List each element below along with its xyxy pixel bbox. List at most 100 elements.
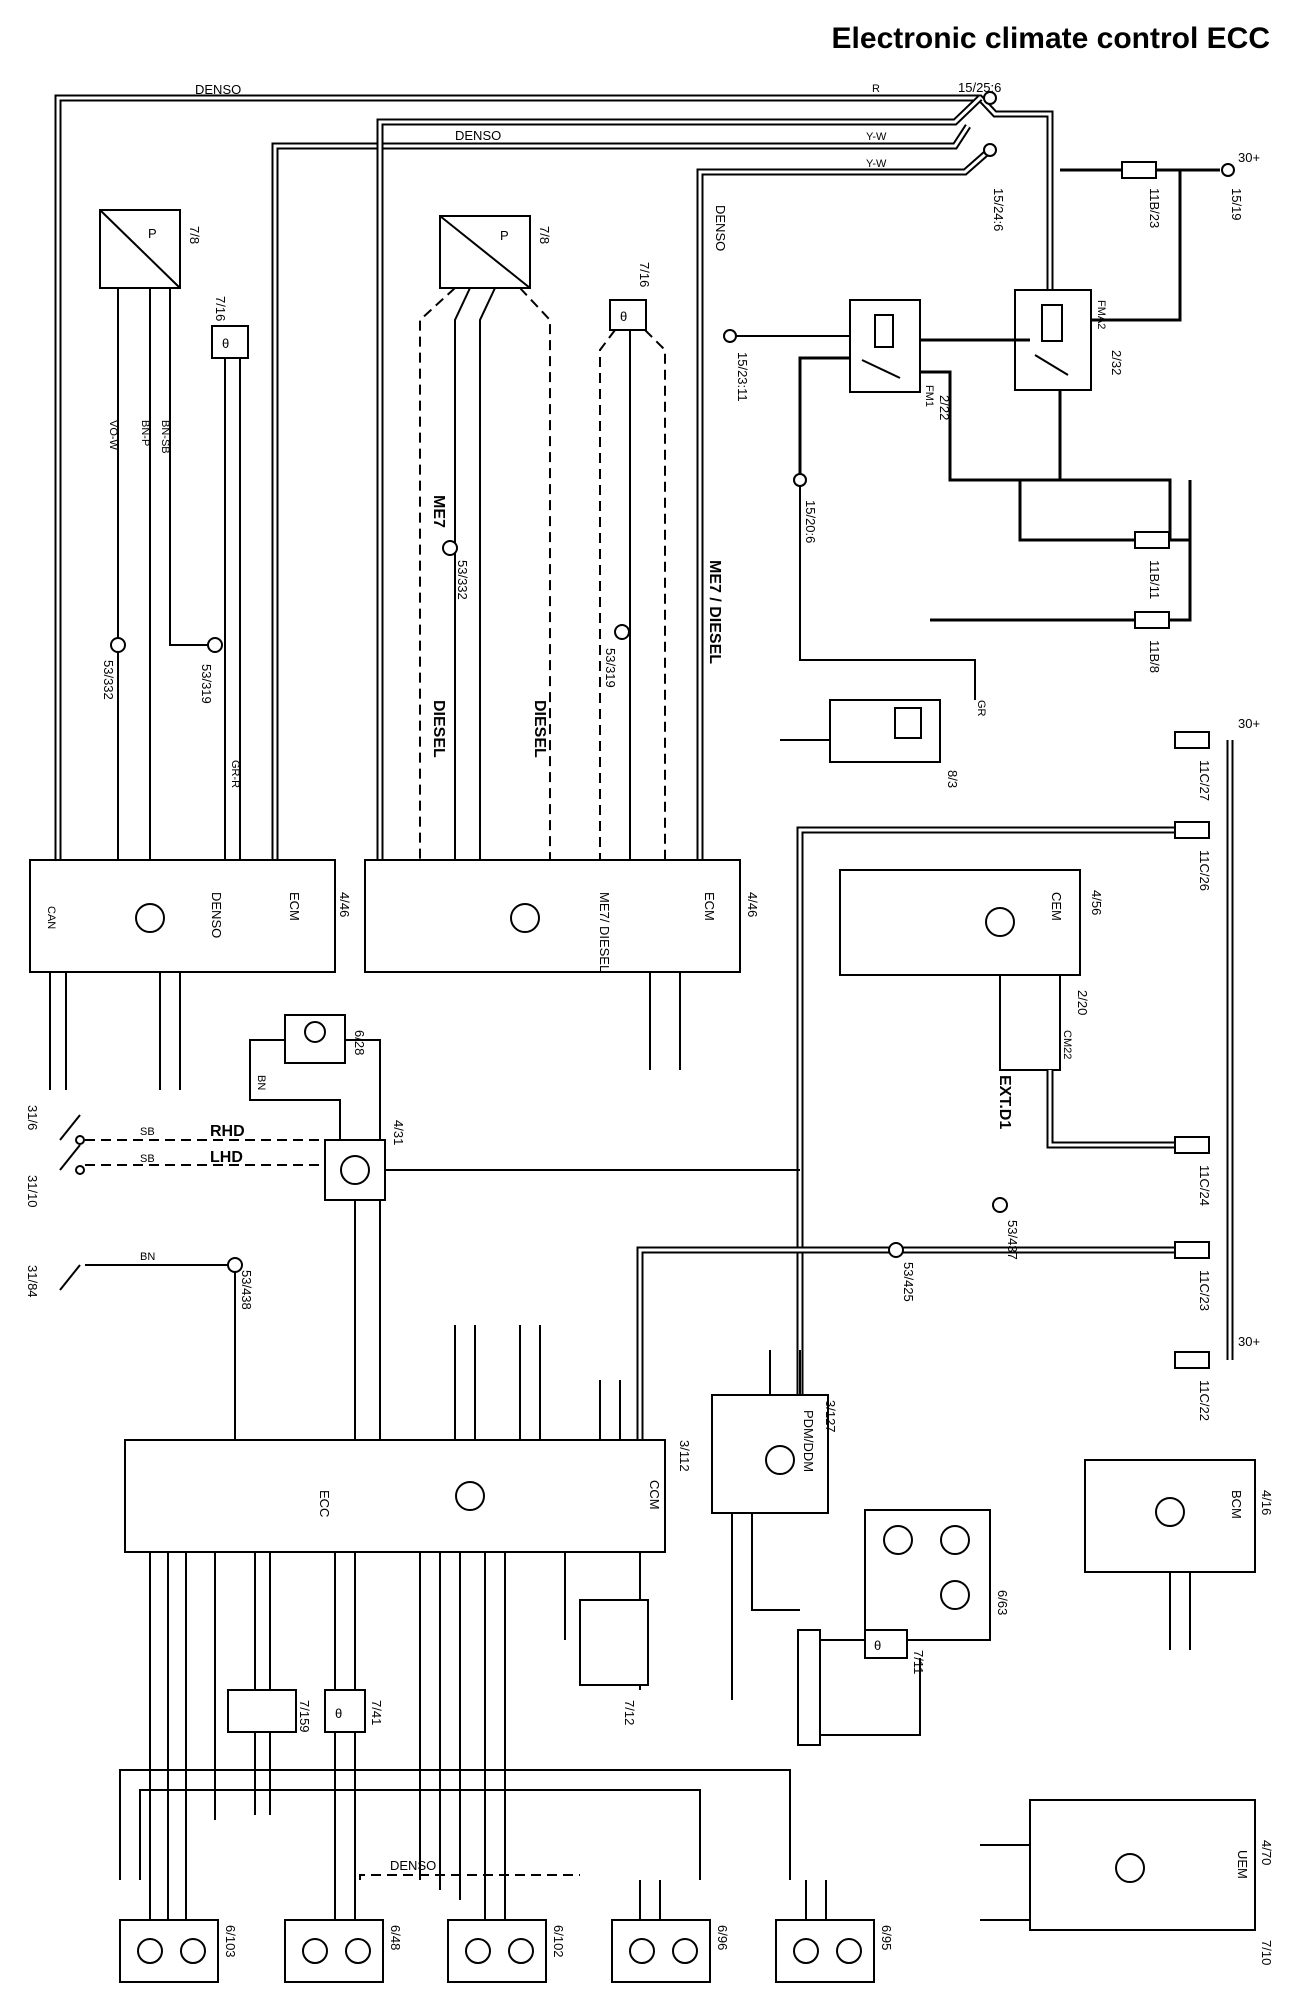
bcm: BCM 4/16 [1084,1459,1274,1650]
switches: SB RHD 31/6 SB LHD 31/10 BN 53/438 31/84 [25,1105,325,1440]
motor-6-48 [284,1919,384,1983]
ecu-k-symbol-icon [135,903,165,933]
sensor-p-label: P [148,226,157,241]
plus-30-label-2: 30+ [1238,716,1260,731]
fuse-icon [1174,731,1210,749]
pressure-sensor-icon [99,209,181,289]
denso-label-1: DENSO [195,82,241,97]
splice-53-319-right: 53/319 [603,648,618,688]
rhd-label: RHD [210,1123,245,1140]
uem-ref: 4/70 [1259,1840,1274,1865]
sensor-7-159: 7/159 [227,1689,312,1733]
bcm-name: BCM [1229,1490,1244,1519]
splice-icon [983,143,997,157]
motor-icon [940,1580,970,1610]
motor-6-96 [611,1919,711,1983]
module-4-31: 6/28 4/31 BN [249,1014,800,1440]
sensor-7-10-label: 7/10 [1259,1940,1274,1965]
ecu-k-symbol-icon [1155,1497,1185,1527]
motor-6-103 [119,1919,219,1983]
pressure-sensor-icon [439,215,531,289]
temperature-sensor-icon: θ [335,1706,342,1721]
motor-icon [836,1938,862,1964]
sensor-7-11-label: 7/11 [911,1650,926,1674]
fuse-icon [1174,1241,1210,1259]
ecu-k-symbol-icon [985,907,1015,937]
me7-label-a: ME7 [430,495,447,528]
sensor-7-8-left: P 7/8 53/332 53/319 VO-W BN-P BN-SB [99,209,223,860]
sensor-7-8-right: P 7/8 53/332 ME7 DIESEL DIESEL [419,215,552,860]
fuse-icon [1174,821,1210,839]
ccm-ref: 3/112 [677,1440,692,1472]
fma2-label: FMA2 [1095,300,1107,329]
ecu-k-symbol-icon [1115,1853,1145,1883]
connector-11c-23: 11C/23 [1197,1270,1212,1311]
splice-53-332-left: 53/332 [101,660,116,700]
motor-icon [180,1938,206,1964]
fm1-label: FM1 [923,385,935,407]
motor-icon [672,1938,698,1964]
wire-sb-1: SB [140,1126,155,1138]
splice-53-332-right: 53/332 [455,560,470,600]
module-4-31-label: 4/31 [391,1120,406,1145]
ecu-k-symbol-icon [455,1481,485,1511]
motor-icon [508,1938,534,1964]
wire-yw-2: Y-W [866,158,887,170]
splice-icon [992,1197,1008,1213]
connector-11c-24: 11C/24 [1197,1165,1212,1206]
sensor-7-12-label: 7/12 [622,1700,637,1725]
connector-15-25-6: 15/25:6 [958,80,1001,95]
wire-bn-2: BN [140,1251,155,1263]
motor-6-95 [775,1919,875,1983]
switch-31-10-label: 31/10 [25,1175,40,1208]
relay-2-22-label: 2/22 [937,395,952,420]
connector-15-24-6: 15/24:6 [991,188,1006,231]
splice-icon [888,1242,904,1258]
ecu-k-symbol-icon [340,1155,370,1185]
splice-icon [793,473,807,487]
sensor-p-label-2: P [500,228,509,243]
wire-bnp-l: BN-P [139,420,151,446]
fuse-11b-23: 30+ 15/19 11B/23 [1060,150,1260,228]
wire-sb-2: SB [140,1153,155,1165]
splice-53-425: 53/425 [901,1262,916,1302]
ecu-k-symbol-icon [629,1938,655,1964]
connector-11b-23: 11B/23 [1147,188,1162,228]
diesel-label-a: DIESEL [430,700,447,758]
sensor-7-41-label: 7/41 [369,1700,384,1725]
motor-6-48-label: 6/48 [388,1925,403,1950]
plus-30-label-top: 30+ [1238,150,1260,165]
connector-15-20-6: 15/20:6 [803,500,818,543]
ecu-k-symbol-icon [137,1938,163,1964]
ecu-k-symbol-icon [510,903,540,933]
sensor-7-16-left-label: 7/16 [213,296,228,321]
bcm-ref: 4/16 [1259,1490,1274,1515]
fan-6-28-label: 6/28 [352,1030,367,1055]
splice-icon [983,91,997,105]
motor-6-103-label: 6/103 [223,1925,238,1958]
pdm-ddm-ref: 3/127 [823,1400,838,1433]
ccm-name: CCM [647,1480,662,1510]
denso-harness: DENSO DENSO R Y-W Y-W 15/25:6 15/24:6 [54,80,1054,860]
splice-53-438: 53/438 [239,1270,254,1310]
motor-6-102 [447,1919,547,1983]
page-title: Electronic climate control ECC [831,22,1270,55]
wire-grr-l: GR-R [229,760,241,788]
ecm-denso-ref: 4/46 [337,892,352,917]
motor-6-96-label: 6/96 [715,1925,730,1950]
denso-label-3: DENSO [713,205,728,251]
sensor-7-41: θ 7/41 [324,1689,384,1733]
splice-icon [442,540,458,556]
ecm-label-denso: ECM [287,892,302,921]
motor-6-95-label: 6/95 [879,1925,894,1950]
sensor-7-16-right: θ 7/16 53/319 DENSO ME7 / DIESEL [599,205,728,860]
fuse-icon [1121,161,1157,179]
connector-11c-27: 11C/27 [1197,760,1212,801]
sensor-7-16-right-label: 7/16 [637,262,652,287]
splice-icon [1221,163,1235,177]
temperature-sensor-icon: θ [620,309,627,324]
connector-15-19: 15/19 [1229,188,1244,221]
ecm-denso-name: DENSO [209,892,224,938]
splice-53-437: 53/437 [1005,1220,1020,1260]
